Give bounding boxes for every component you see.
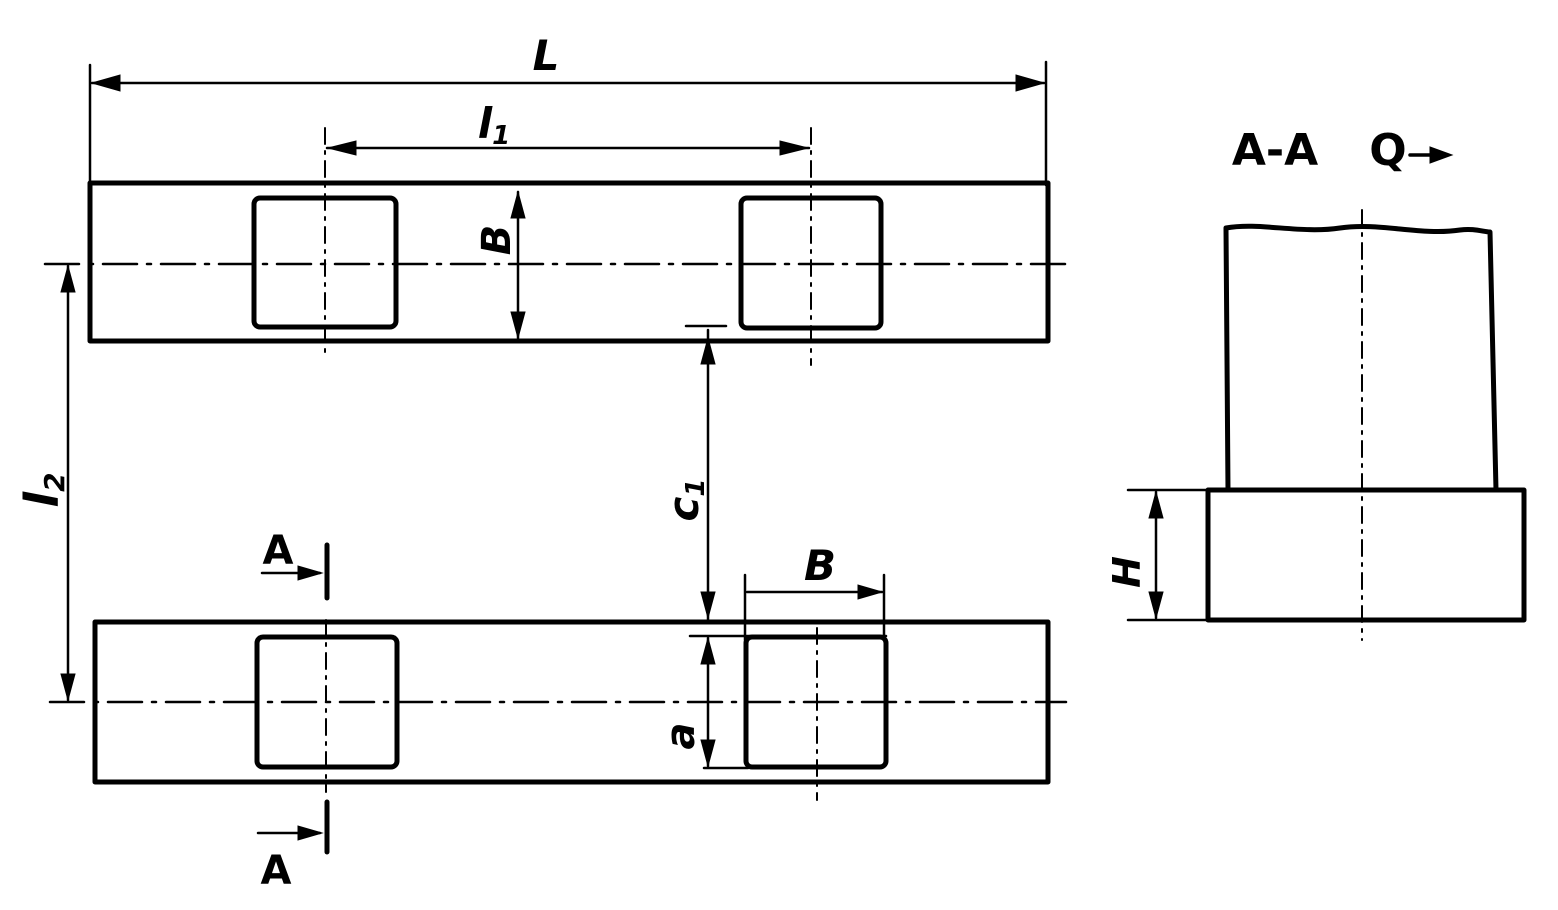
force-arrowhead: [1429, 146, 1454, 164]
arrowhead-right: [1015, 74, 1046, 92]
section-footing: [1205, 487, 1527, 623]
arrowhead-up: [700, 636, 716, 665]
arrowhead-up: [60, 264, 76, 293]
dimension-L: L: [88, 31, 1048, 187]
arrowhead-down: [700, 591, 716, 620]
label-c1: c1: [659, 479, 711, 522]
section-marker: A A: [256, 528, 330, 894]
section-view: A-A Q H: [1105, 125, 1527, 641]
dimension-l1: l1: [325, 99, 811, 156]
dimension-B-vertical: B: [474, 190, 526, 340]
section-column: [1223, 223, 1499, 493]
label-L: L: [533, 31, 560, 80]
arrowhead-up: [1148, 490, 1164, 519]
label-A-top: A: [263, 528, 294, 574]
label-l1: l1: [478, 99, 511, 151]
label-B-horizontal: B: [804, 541, 836, 590]
label-H: H: [1105, 556, 1149, 588]
arrowhead-right: [857, 584, 884, 600]
dimension-l2: l2: [15, 264, 76, 702]
arrowhead-down: [60, 673, 76, 702]
top-beam: [43, 127, 1068, 366]
arrowhead-right: [779, 140, 809, 156]
dimension-B-horizontal: B: [743, 541, 886, 642]
label-B-vertical: B: [474, 225, 520, 256]
dimension-c1: c1: [659, 324, 728, 622]
label-A-bottom: A: [261, 848, 292, 894]
section-force-label: Q: [1369, 125, 1406, 176]
dimension-a: a: [658, 634, 888, 770]
arrowhead-up: [700, 336, 716, 365]
arrowhead-left: [90, 74, 121, 92]
arrowhead-down: [510, 311, 526, 340]
arrowhead-down: [700, 739, 716, 768]
dimension-H: H: [1105, 488, 1210, 622]
arrowhead-up: [510, 190, 526, 219]
bottom-beam: [48, 619, 1068, 801]
arrowhead-right: [297, 825, 324, 841]
label-l2: l2: [15, 472, 71, 507]
section-title: A-A: [1232, 125, 1318, 176]
arrowhead-left: [327, 140, 357, 156]
label-a: a: [658, 723, 704, 750]
arrowhead-down: [1148, 591, 1164, 620]
arrowhead-right: [297, 565, 324, 581]
